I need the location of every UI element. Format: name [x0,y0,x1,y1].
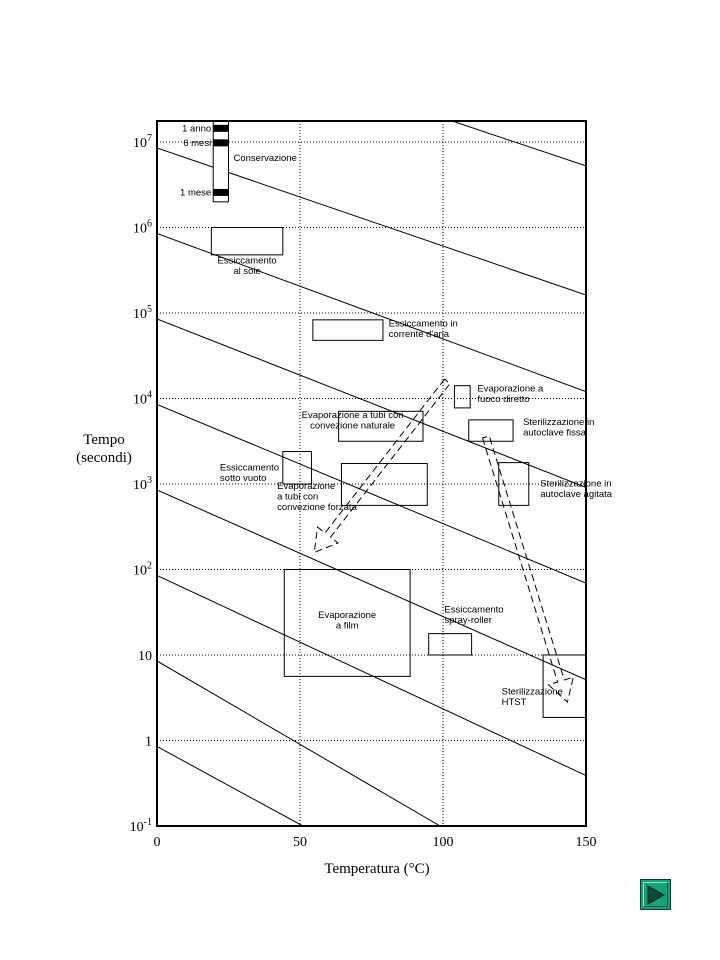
next-slide-button-bevel [643,882,668,907]
region-6 [340,462,428,506]
region-6-label-0: Evaporazione [277,481,335,492]
region-5-label-1: sotto vuoto [220,473,266,484]
isoline-7 [157,746,304,826]
isoline-8 [450,121,586,167]
y-tick-exp-3: 2 [147,561,152,572]
region-6-label-2: convezione forzata [277,502,357,513]
region-7-label-1: autoclave agitata [540,489,613,500]
arrow-0 [313,378,451,554]
region-9 [428,633,473,656]
region-8 [283,569,411,677]
y-tick-exp-4: 3 [147,475,152,486]
y-tick-label-8: 107 [133,133,152,151]
y-tick-label-0: 10-1 [130,817,152,835]
region-1-label-0: Essiccamento in [389,319,458,330]
y-tick-base-3: 10 [133,564,147,579]
x-tick-label-3: 150 [576,835,597,850]
storage-mark-label-2: 1 mese [180,187,211,198]
region-3 [338,410,424,442]
region-6-label-1: a tubi con [277,492,318,503]
y-tick-base-1: 1 [145,735,152,750]
y-tick-exp-8: 7 [147,133,152,144]
y-tick-label-6: 105 [133,304,152,322]
arrows [313,378,575,703]
storage-mark-2 [213,188,229,196]
region-4 [468,419,514,442]
y-tick-label-1: 1 [145,735,152,750]
y-tick-base-8: 10 [133,136,147,151]
arrow-1 [481,435,575,703]
y-tick-exp-7: 6 [147,219,152,230]
y-tick-label-2: 10 [138,649,152,664]
region-7 [498,462,530,506]
y-tick-base-2: 10 [138,649,152,664]
region-10-label-0: Sterilizzazione [502,686,563,697]
play-triangle-icon [647,885,666,905]
region-3-label-1: convezione naturale [310,421,395,432]
y-tick-exp-0: -1 [144,817,152,828]
storage-mark-0 [213,124,229,132]
isoline-4 [157,489,586,681]
x-tick-label-0: 0 [154,835,161,850]
storage-mark-label-1: 6 mesi [183,138,211,149]
y-tick-base-6: 10 [133,307,147,322]
storage-mark-1 [213,139,229,147]
region-7-label-0: Sterilizzazione in [540,479,611,490]
region-1 [312,319,384,341]
region-5 [282,451,312,485]
isoline-5 [157,575,586,777]
region-5-label-0: Essiccamento [220,462,279,473]
region-9-label-0: Essiccamento [444,604,503,615]
y-tick-base-4: 10 [133,478,147,493]
isoline-6 [157,660,441,826]
y-tick-label-7: 106 [133,219,152,237]
isoline-1 [157,233,586,393]
region-8-label-1: a film [336,621,359,632]
region-0-label-1: al sole [233,266,260,277]
y-tick-label-4: 103 [133,475,152,493]
y-axis-title-line-2: (secondi) [76,450,132,466]
next-slide-button[interactable] [640,879,671,910]
y-axis-title-line-1: Tempo [83,432,124,448]
region-0-label-0: Essiccamento [218,255,277,266]
region-10-label-1: HTST [502,697,527,708]
region-4-label-1: autoclave fissa [523,428,587,439]
y-tick-label-3: 102 [133,561,152,579]
plot-frame [156,120,587,827]
y-tick-base-5: 10 [133,393,147,408]
region-3-label-0: Evaporazione a tubi con [302,410,404,421]
region-8-label-0: Evaporazione [318,610,376,621]
isoline-3 [157,404,586,584]
x-tick-label-2: 100 [433,835,454,850]
storage-mark-label-0: 1 anno [182,123,211,134]
region-1-label-1: corrente d'aria [389,329,450,340]
y-tick-exp-6: 5 [147,304,152,315]
y-tick-exp-5: 4 [147,390,152,401]
region-4-label-0: Sterilizzazione in [523,417,594,428]
x-tick-label-1: 50 [293,835,307,850]
region-9-label-1: spray-roller [444,615,492,626]
storage-bar: 1 anno 6 mesi 1 mese Conservazione [180,120,297,203]
x-axis-title: Temperatura (°C) [324,861,429,877]
region-2-label-1: fuoco diretto [477,394,529,405]
y-tick-label-5: 104 [133,390,152,408]
region-2 [453,385,471,409]
region-0 [210,227,284,256]
isolines [157,57,586,826]
isoline-9 [443,57,586,104]
y-tick-base-7: 10 [133,222,147,237]
y-tick-base-0: 10 [130,820,144,835]
isoline-2 [157,318,586,488]
region-2-label-0: Evaporazione a [477,384,544,395]
storage-bar-label: Conservazione [234,153,297,164]
